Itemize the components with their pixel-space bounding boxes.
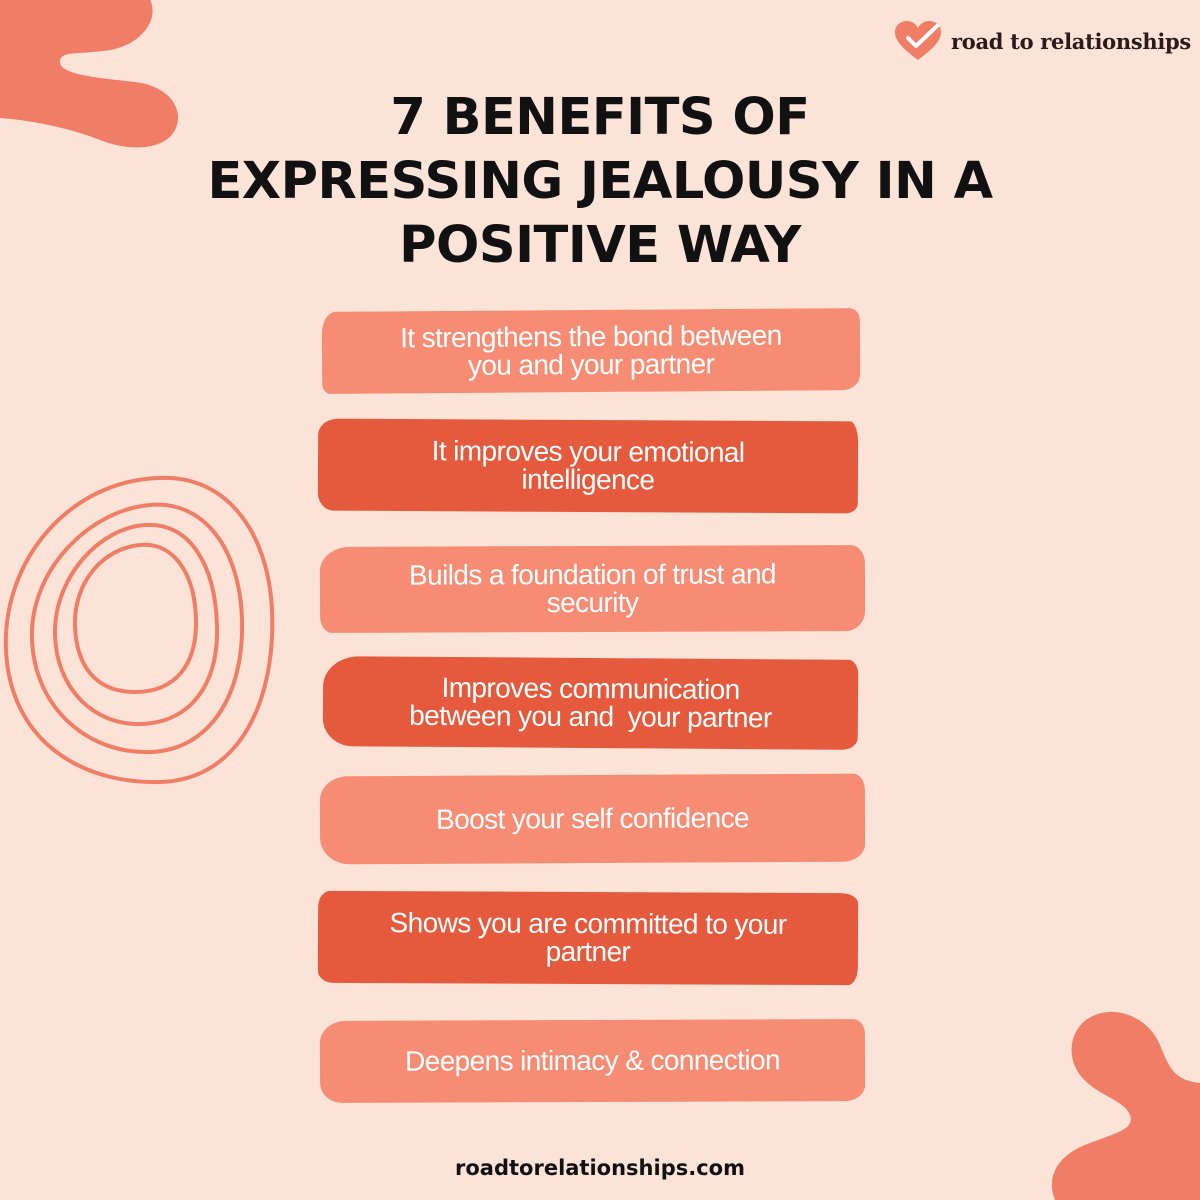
website-url: roadtorelationships.com [455, 1156, 745, 1180]
benefit-text: It strengthens the bond between [400, 319, 782, 354]
benefit-text: intelligence [521, 463, 655, 496]
page-title: 7 BENEFITS OF EXPRESSING JEALOUSY IN A P… [100, 86, 1100, 278]
benefit-text: Deepens intimacy & connection [405, 1044, 780, 1077]
benefit-item-5: Boost your self confidence [319, 773, 866, 865]
benefit-text: Shows you are committed to your [389, 907, 787, 940]
brand-name: road to relationships [951, 28, 1191, 54]
brand-logo: road to relationships [893, 20, 1191, 62]
benefit-item-6: Shows you are committed to your partner [317, 890, 859, 986]
benefit-item-1: It strengthens the bond between you and … [321, 308, 861, 394]
title-line: POSITIVE WAY [399, 216, 801, 275]
decorative-swirl [3, 475, 275, 785]
benefit-text: security [546, 586, 639, 619]
title-line: EXPRESSING JEALOUSY IN A [207, 152, 993, 211]
benefit-item-2: It improves your emotional intelligence [317, 418, 859, 514]
heart-check-icon [895, 21, 941, 60]
benefit-text: Boost your self confidence [436, 802, 749, 835]
title-line: 7 BENEFITS OF [390, 88, 810, 147]
benefit-text: Builds a foundation of trust and [408, 558, 776, 591]
decorative-blob-bottom-right [1051, 1011, 1200, 1200]
benefit-text: It improves your emotional [431, 435, 745, 468]
benefit-text: between you and your partner [409, 699, 772, 734]
benefit-item-4: Improves communication between you and y… [322, 656, 859, 750]
benefit-text: you and your partner [467, 348, 715, 381]
decorative-blob-top-left [0, 0, 179, 148]
benefit-text: partner [545, 935, 631, 968]
benefit-item-3: Builds a foundation of trust and securit… [319, 545, 866, 633]
benefit-item-7: Deepens intimacy & connection [319, 1019, 866, 1103]
